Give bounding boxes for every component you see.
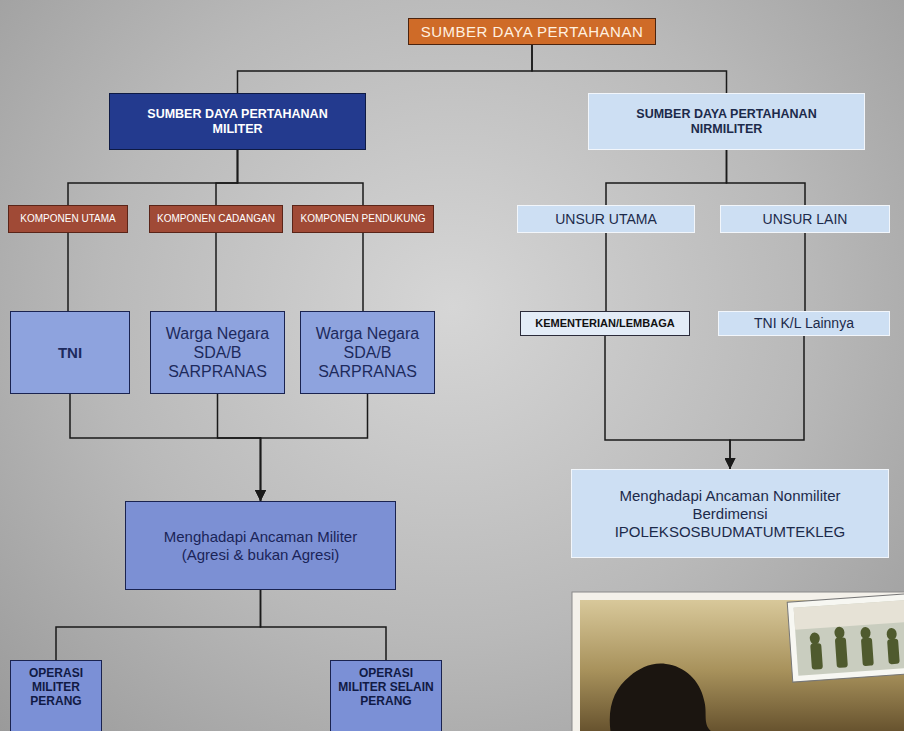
connector-line [727, 150, 806, 205]
connector-line [532, 45, 727, 93]
resource-box: Warga Negara SDA/B SARPRANAS [150, 311, 285, 394]
connector-line [606, 150, 727, 205]
node-label: SUMBER DAYA PERTAHANAN NIRMILITER [619, 107, 834, 137]
connector-line [261, 590, 387, 660]
threat-box: Menghadapi Ancaman Nonmiliter Berdimensi… [571, 469, 889, 558]
connector-line [605, 233, 607, 311]
category-box: SUMBER DAYA PERTAHANAN MILITER [109, 93, 366, 150]
node-label: UNSUR LAIN [763, 211, 848, 228]
root-box: SUMBER DAYA PERTAHANAN [408, 18, 656, 45]
node-label: TNI [58, 344, 82, 362]
connector-line [730, 336, 804, 469]
node-label: SUMBER DAYA PERTAHANAN MILITER [140, 107, 335, 137]
element-box: UNSUR LAIN [720, 205, 890, 233]
threat-box: Menghadapi Ancaman Militer (Agresi & buk… [125, 501, 396, 590]
connector-line [67, 233, 69, 311]
component-box: KOMPONEN PENDUKUNG [292, 205, 434, 233]
component-box: KOMPONEN CADANGAN [149, 205, 283, 233]
node-label: KOMPONEN CADANGAN [157, 213, 275, 225]
connector-line [804, 233, 806, 311]
node-label: OPERASI MILITER SELAIN PERANG [335, 667, 437, 708]
node-label: KOMPONEN UTAMA [20, 213, 115, 225]
connector-line [605, 336, 730, 469]
component-box: KOMPONEN UTAMA [8, 205, 128, 233]
inset-ground [794, 600, 904, 676]
node-label: Warga Negara SDA/B SARPRANAS [307, 324, 428, 382]
connector-line [215, 233, 217, 311]
connector-line [70, 394, 261, 501]
soldier-figures [809, 623, 900, 670]
connector-line [238, 150, 364, 205]
node-label: Menghadapi Ancaman Militer (Agresi & buk… [140, 528, 381, 564]
inset-frame [787, 594, 904, 682]
inset-building [794, 600, 904, 630]
resource-box: Warga Negara SDA/B SARPRANAS [300, 311, 435, 394]
connector-line [362, 233, 364, 311]
node-label: SUMBER DAYA PERTAHANAN [421, 23, 643, 41]
node-label: KOMPONEN PENDUKUNG [300, 213, 425, 225]
agency-box: KEMENTERIAN/LEMBAGA [520, 311, 690, 336]
photo-frame [572, 592, 904, 731]
connector-line [238, 45, 533, 93]
node-label: Warga Negara SDA/B SARPRANAS [157, 324, 278, 382]
connector-line [218, 394, 261, 501]
connector-line [68, 150, 238, 205]
element-box: UNSUR UTAMA [517, 205, 695, 233]
connector-line [216, 150, 238, 205]
operation-box: OPERASI MILITER SELAIN PERANG [330, 660, 442, 731]
inset-photo [787, 594, 904, 682]
node-label: OPERASI MILITER PERANG [15, 667, 97, 708]
resource-box: TNI [10, 311, 130, 394]
node-label: TNI K/L Lainnya [754, 315, 854, 332]
head-silhouette [610, 664, 716, 731]
connector-line [261, 394, 368, 501]
node-label: UNSUR UTAMA [555, 211, 657, 228]
node-label: KEMENTERIAN/LEMBAGA [535, 317, 674, 330]
node-label: Menghadapi Ancaman Nonmiliter Berdimensi… [586, 487, 874, 541]
operation-box: OPERASI MILITER PERANG [10, 660, 102, 731]
connector-line [56, 590, 261, 660]
agency-box: TNI K/L Lainnya [718, 311, 890, 336]
category-box: SUMBER DAYA PERTAHANAN NIRMILITER [588, 93, 865, 150]
